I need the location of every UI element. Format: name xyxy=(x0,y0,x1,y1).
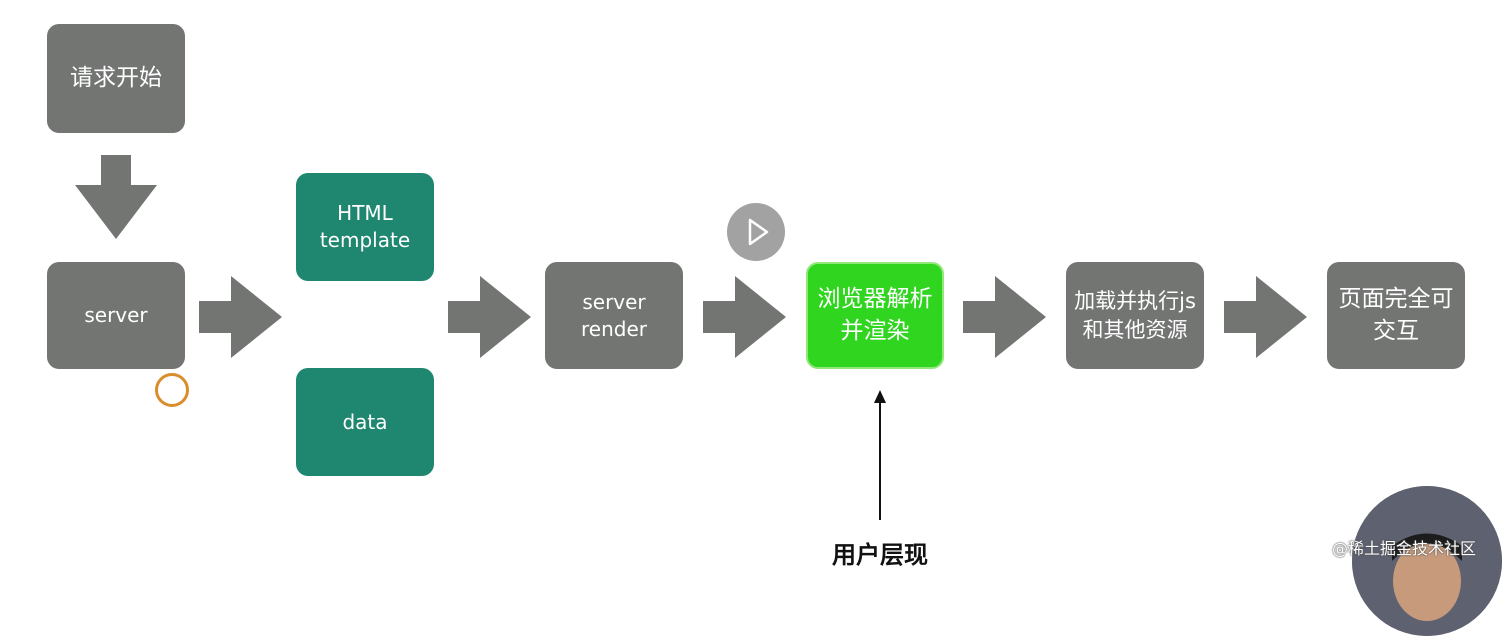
server-render-label-line1: server xyxy=(582,289,646,314)
play-button[interactable] xyxy=(727,203,785,261)
down-arrow-icon xyxy=(75,155,157,239)
right-arrow-icon xyxy=(703,276,786,358)
server-label: server xyxy=(84,303,148,327)
up-arrow-icon xyxy=(874,390,886,520)
right-arrow-icon xyxy=(1224,276,1307,358)
data-label: data xyxy=(342,409,388,434)
right-arrow-icon xyxy=(448,276,531,358)
load-execute-js-box: 加载并执行js 和其他资源 xyxy=(1066,262,1204,369)
request-start-label: 请求开始 xyxy=(70,64,162,91)
server-render-label-line2: render xyxy=(581,316,647,341)
avatar xyxy=(1352,486,1502,636)
right-arrow-icon xyxy=(963,276,1046,358)
browser-parse-render-label-line1: 浏览器解析 xyxy=(817,286,933,313)
server-render-box: server render xyxy=(545,262,683,369)
request-start-box: 请求开始 xyxy=(47,24,185,133)
play-icon xyxy=(748,218,769,246)
user-presentation-label: 用户层现 xyxy=(832,541,928,569)
html-template-box: HTML template xyxy=(296,173,434,281)
browser-parse-render-box: 浏览器解析 并渲染 xyxy=(806,262,944,369)
load-execute-js-label-line2: 和其他资源 xyxy=(1082,317,1188,342)
server-box: server xyxy=(47,262,185,369)
page-interactive-label-line2: 交互 xyxy=(1373,317,1419,344)
page-interactive-label-line1: 页面完全可 xyxy=(1338,286,1454,313)
browser-parse-render-label-line2: 并渲染 xyxy=(840,317,910,344)
html-template-label-line2: template xyxy=(319,228,411,252)
cursor-ring-icon xyxy=(155,373,189,407)
html-template-label-line1: HTML xyxy=(337,201,393,225)
watermark: @稀土掘金技术社区 xyxy=(1332,539,1477,558)
load-execute-js-label-line1: 加载并执行js xyxy=(1074,289,1196,314)
right-arrow-icon xyxy=(199,276,282,358)
page-interactive-box: 页面完全可 交互 xyxy=(1327,262,1465,369)
data-box: data xyxy=(296,368,434,476)
